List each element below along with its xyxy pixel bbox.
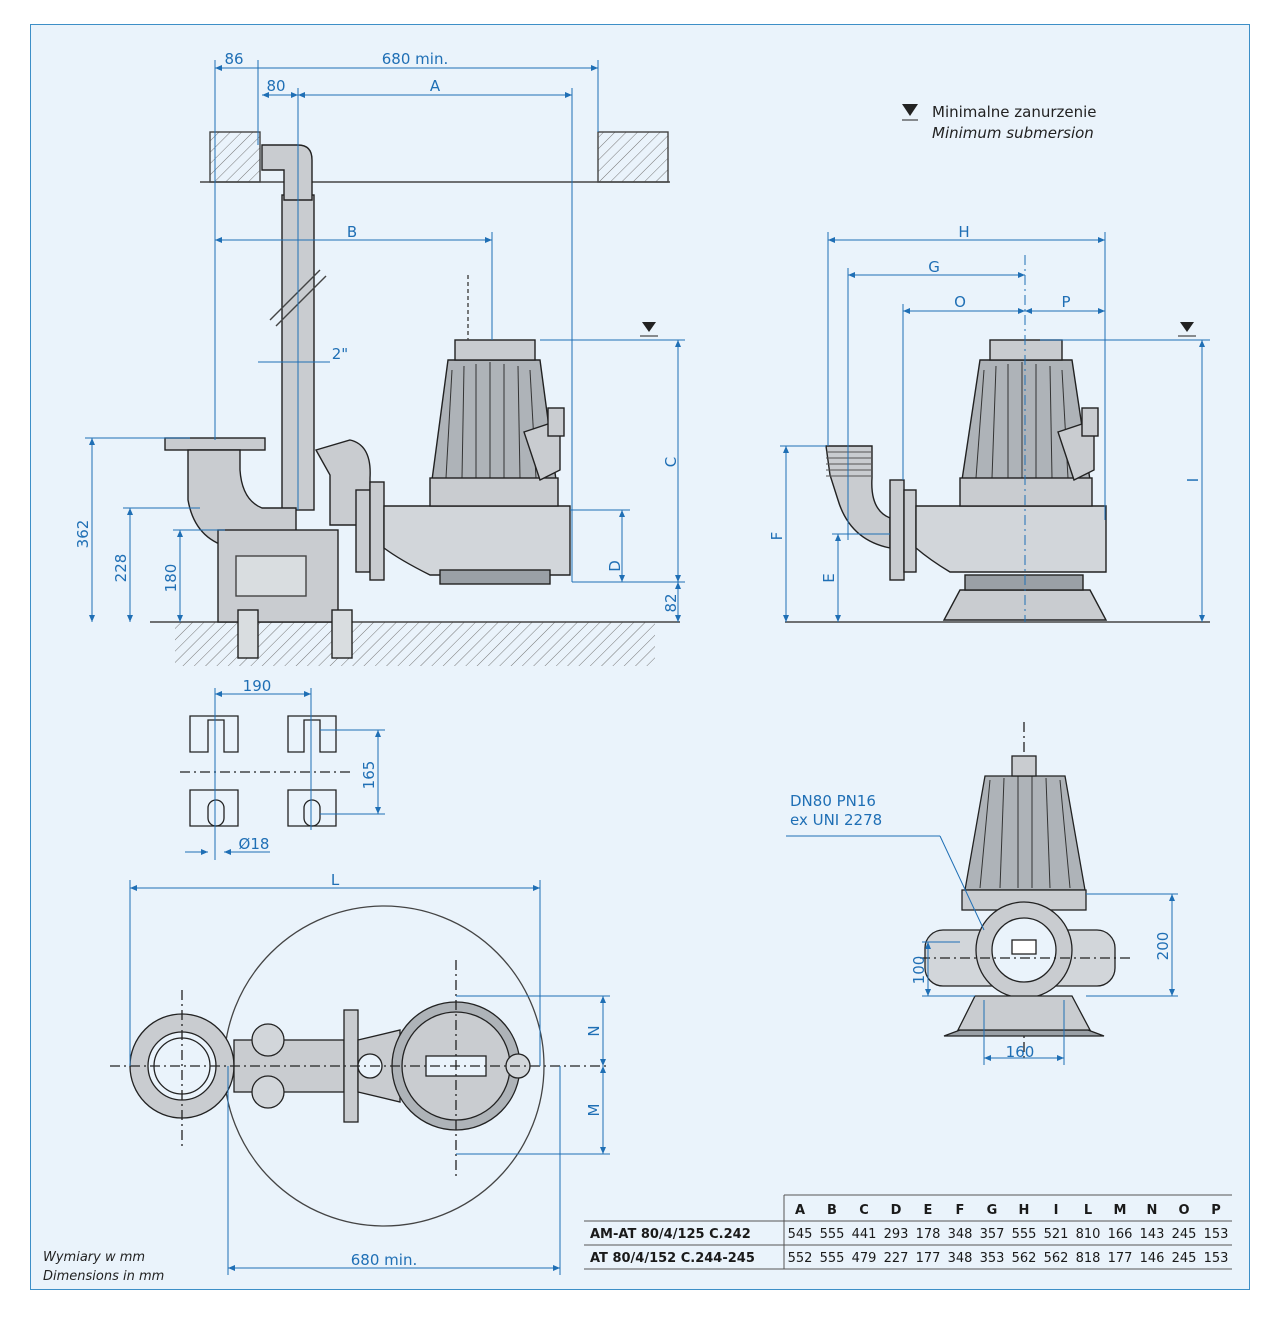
table-cell: 227 — [884, 1251, 909, 1266]
dim-F: F — [768, 532, 786, 541]
table-cell: 178 — [916, 1227, 941, 1242]
dim-228: 228 — [112, 554, 130, 583]
table-cell: 153 — [1204, 1251, 1229, 1266]
table-header-cell: D — [891, 1203, 902, 1218]
dim-160: 160 — [1006, 1043, 1035, 1061]
rear-view — [920, 722, 1130, 1060]
flange-spec-line1: DN80 PN16 — [790, 792, 876, 810]
table-cell: 177 — [916, 1251, 941, 1266]
legend-polish: Minimalne zanurzenie — [932, 103, 1097, 121]
table-cell: 555 — [1012, 1227, 1037, 1242]
table-header-cell: G — [987, 1203, 998, 1218]
foot-detail-dimensions — [185, 688, 385, 860]
dim-680-bottom: 680 min. — [351, 1251, 417, 1269]
side-view-dimensions — [85, 60, 685, 622]
table-header-cell: C — [859, 1203, 869, 1218]
table-cell: 562 — [1012, 1251, 1037, 1266]
table-header-cell: N — [1147, 1203, 1158, 1218]
table-cell: 521 — [1044, 1227, 1069, 1242]
table-cell: 357 — [980, 1227, 1005, 1242]
front-view-dimensions — [780, 232, 1210, 622]
table-cell: 348 — [948, 1251, 973, 1266]
table-cell: 143 — [1140, 1227, 1165, 1242]
table-cell: 166 — [1108, 1227, 1133, 1242]
table-header-cell: B — [827, 1203, 837, 1218]
table-cell: 555 — [820, 1227, 845, 1242]
table-row-model: AM-AT 80/4/125 C.242 — [590, 1227, 751, 1242]
table-cell: 552 — [788, 1251, 813, 1266]
dim-190: 190 — [243, 677, 272, 695]
table-header-cell: P — [1211, 1203, 1221, 1218]
dim-G: G — [928, 258, 940, 276]
table-cell: 348 — [948, 1227, 973, 1242]
table-header-cell: O — [1178, 1203, 1189, 1218]
table-header-cell: E — [924, 1203, 933, 1218]
footnote-english: Dimensions in mm — [43, 1269, 164, 1284]
legend-english: Minimum submersion — [932, 124, 1094, 142]
table-cell: 545 — [788, 1227, 813, 1242]
side-view — [150, 131, 680, 666]
top-view-dimensions — [129, 880, 610, 1275]
table-header-cell: A — [795, 1203, 805, 1218]
dimension-table: A B C D E F G H I L M N O P AM-AT 80/4/125 C.242 545 555… — [584, 1194, 1232, 1270]
table-header-cell: L — [1084, 1203, 1092, 1218]
table-header-cell: M — [1114, 1203, 1127, 1218]
dim-L: L — [331, 871, 340, 889]
dim-M: M — [585, 1104, 603, 1117]
dim-H: H — [958, 223, 969, 241]
dim-P: P — [1061, 293, 1070, 311]
table-header-cell: I — [1054, 1203, 1059, 1218]
footnote-polish: Wymiary w mm — [43, 1250, 145, 1265]
water-level-icon — [1180, 322, 1194, 332]
dim-N: N — [585, 1025, 603, 1036]
foot-detail — [180, 715, 350, 827]
dim-I: I — [1184, 478, 1202, 482]
table-cell: 245 — [1172, 1227, 1197, 1242]
water-level-icon — [902, 104, 918, 116]
dim-80: 80 — [266, 77, 285, 95]
dim-B: B — [347, 223, 357, 241]
table-cell: 177 — [1108, 1251, 1133, 1266]
water-level-icon — [642, 322, 656, 332]
top-view — [110, 905, 610, 1227]
rear-view-dimensions — [786, 835, 1178, 1065]
dim-165: 165 — [360, 761, 378, 790]
table-cell: 245 — [1172, 1251, 1197, 1266]
dim-180: 180 — [162, 564, 180, 593]
table-cell: 555 — [820, 1251, 845, 1266]
dim-O: O — [954, 293, 966, 311]
table-header-cell: F — [956, 1203, 965, 1218]
dim-680-top: 680 min. — [382, 50, 448, 68]
dim-2in: 2" — [332, 345, 348, 363]
dim-82: 82 — [662, 593, 680, 612]
dim-C: C — [662, 457, 680, 467]
dim-D: D — [606, 560, 624, 572]
dim-200: 200 — [1154, 932, 1172, 961]
dim-362: 362 — [74, 520, 92, 549]
table-cell: 153 — [1204, 1227, 1229, 1242]
table-cell: 293 — [884, 1227, 909, 1242]
table-cell: 810 — [1076, 1227, 1101, 1242]
dim-A: A — [430, 77, 441, 95]
table-cell: 146 — [1140, 1251, 1165, 1266]
table-cell: 818 — [1076, 1251, 1101, 1266]
table-cell: 353 — [980, 1251, 1005, 1266]
dim-100: 100 — [910, 956, 928, 985]
table-cell: 479 — [852, 1251, 877, 1266]
table-header-cell: H — [1019, 1203, 1030, 1218]
front-view — [785, 339, 1210, 623]
table-row-model: AT 80/4/152 C.244-245 — [590, 1251, 755, 1266]
table-cell: 562 — [1044, 1251, 1069, 1266]
flange-spec-line2: ex UNI 2278 — [790, 811, 882, 829]
dim-E: E — [820, 573, 838, 582]
dim-d18: Ø18 — [239, 835, 270, 853]
table-cell: 441 — [852, 1227, 877, 1242]
dim-86: 86 — [224, 50, 243, 68]
